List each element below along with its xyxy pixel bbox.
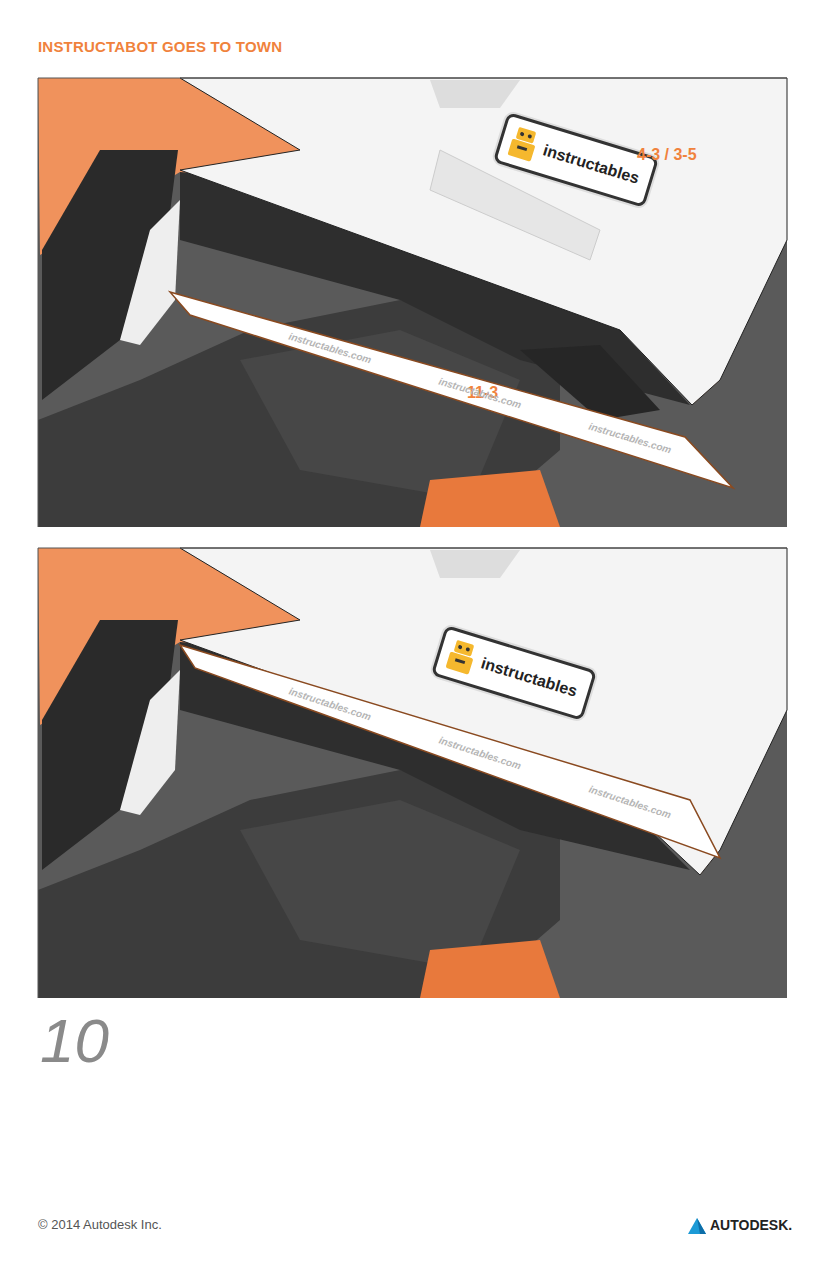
logo-text: instructables bbox=[541, 141, 642, 187]
robot-icon bbox=[504, 123, 543, 164]
bottom-panel bbox=[38, 548, 787, 998]
autodesk-logo-shade bbox=[697, 1218, 706, 1234]
autodesk-logo bbox=[688, 1218, 706, 1234]
page-title: INSTRUCTABOT GOES TO TOWN bbox=[38, 38, 282, 55]
part-number: 4-3 / 3-5 bbox=[637, 146, 697, 164]
top-panel bbox=[38, 78, 787, 527]
logo-text: instructables bbox=[479, 654, 580, 700]
brand-name: AUTODESK. bbox=[710, 1217, 792, 1233]
step-number: 10 bbox=[40, 1010, 109, 1072]
copyright: © 2014 Autodesk Inc. bbox=[38, 1217, 162, 1232]
robot-icon bbox=[442, 636, 481, 677]
